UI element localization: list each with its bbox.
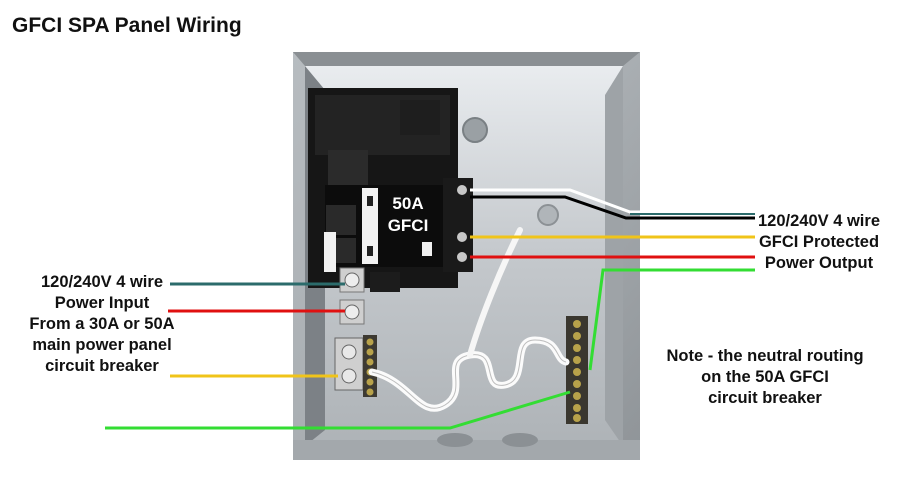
input-label-line-4: main power panel: [32, 336, 172, 354]
breaker-label: 50A GFCI: [377, 193, 439, 237]
output-label: 120/240V 4 wire GFCI Protected Power Out…: [735, 211, 903, 274]
input-label-line-3: From a 30A or 50A: [29, 315, 175, 333]
output-label-line-2: GFCI Protected: [758, 233, 880, 251]
input-label-line-2: Power Input: [54, 294, 150, 312]
neutral-note: Note - the neutral routing on the 50A GF…: [645, 346, 885, 409]
note-line-2: on the 50A GFCI: [701, 368, 829, 386]
output-label-line-3: Power Output: [764, 254, 874, 272]
breaker-type: GFCI: [387, 216, 429, 235]
note-line-3: circuit breaker: [708, 389, 822, 407]
input-label-line-1: 120/240V 4 wire: [40, 273, 163, 291]
breaker-rating: 50A: [392, 194, 424, 213]
input-label-line-5: circuit breaker: [45, 357, 159, 375]
input-label: 120/240V 4 wire Power Input From a 30A o…: [4, 272, 200, 377]
output-ground-line: [588, 268, 755, 371]
input-ground-line: [105, 390, 571, 430]
output-hot-line-black: [470, 195, 755, 220]
output-neutral-line: [470, 188, 755, 214]
input-lug-1: [339, 267, 365, 293]
diagram-title: GFCI SPA Panel Wiring: [12, 14, 242, 37]
output-label-line-1: 120/240V 4 wire: [757, 212, 880, 230]
note-line-1: Note - the neutral routing: [666, 347, 864, 365]
